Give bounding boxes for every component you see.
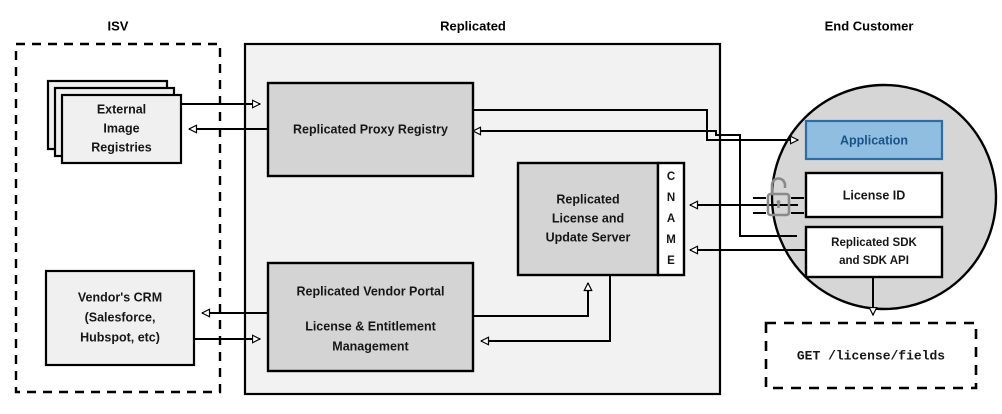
isv-zone-box [14, 42, 222, 394]
vendor-portal-box[interactable] [266, 261, 475, 373]
vendors-crm-label-line-3: Hubspot, etc) [80, 330, 160, 344]
license-id-label: License ID [843, 188, 906, 202]
node-proxy-registry[interactable]: Replicated Proxy Registry [266, 81, 475, 178]
external-image-registries-label-line-1: External [97, 102, 146, 116]
proxy-registry-box[interactable] [266, 81, 475, 178]
node-replicated-sdk[interactable]: Replicated SDK and SDK API [804, 225, 944, 279]
proxy-registry-label: Replicated Proxy Registry [293, 122, 448, 136]
node-external-image-registries[interactable]: External Image Registries [46, 79, 183, 165]
application-box[interactable] [804, 119, 944, 161]
replicated-sdk-label-line-2: and SDK API [839, 255, 909, 267]
edge-application-to-proxy [473, 131, 797, 237]
node-application[interactable]: Application [804, 119, 944, 161]
unlock-icon-body [766, 192, 791, 217]
replicated-sdk-label-line-1: Replicated SDK [831, 237, 917, 249]
cname-letter-e: E [667, 255, 675, 267]
api-request-label: GET /license/fields [797, 348, 945, 363]
node-cname[interactable]: C N A M E [656, 161, 686, 277]
vendors-crm-box[interactable] [44, 269, 196, 367]
external-image-registries-label-line-3: Registries [91, 140, 151, 154]
license-id-box[interactable] [804, 171, 944, 219]
vendors-crm-label-line-1: Vendor's CRM [78, 290, 162, 304]
isv-zone-label: ISV [108, 18, 129, 33]
cname-letter-c: C [667, 171, 675, 183]
api-request-box[interactable] [764, 321, 978, 390]
edge-portal-to-license-server [473, 283, 588, 317]
license-update-server-label-line-1: Replicated [556, 192, 619, 206]
vendors-crm-label-line-2: (Salesforce, [85, 310, 156, 324]
node-license-update-server[interactable]: Replicated License and Update Server [516, 161, 660, 277]
cname-letter-a: A [667, 213, 675, 225]
zone-isv: ISV [14, 18, 222, 394]
cname-box[interactable] [656, 161, 686, 277]
external-image-registries-label-line-2: Image [103, 121, 139, 135]
license-update-server-label-line-3: Update Server [546, 230, 631, 244]
unlock-icon-keyhole [776, 200, 781, 204]
replicated-sdk-box[interactable] [804, 225, 944, 279]
node-api-request[interactable]: GET /license/fields [764, 321, 978, 390]
application-label: Application [840, 133, 908, 147]
replicated-zone-label: Replicated [440, 18, 506, 33]
cname-letter-n: N [667, 192, 675, 204]
license-update-server-box[interactable] [516, 161, 660, 277]
end-customer-zone-label: End Customer [825, 18, 914, 33]
node-vendors-crm[interactable]: Vendor's CRM (Salesforce, Hubspot, etc) [44, 269, 196, 367]
cname-letter-m: M [666, 234, 676, 246]
vendor-portal-label-line-3: License & Entitlement [305, 319, 436, 333]
license-update-server-label-line-2: License and [552, 211, 624, 225]
vendor-portal-label-line-4: Management [332, 339, 409, 353]
edge-proxy-to-application [473, 109, 798, 140]
external-image-registries-box[interactable] [60, 93, 183, 165]
vendor-portal-label-line-1: Replicated Vendor Portal [297, 284, 445, 298]
unlock-icon [753, 177, 804, 217]
node-license-id[interactable]: License ID [804, 171, 944, 219]
node-vendor-portal[interactable]: Replicated Vendor Portal License & Entit… [266, 261, 475, 373]
edge-license-server-to-portal [481, 275, 611, 341]
